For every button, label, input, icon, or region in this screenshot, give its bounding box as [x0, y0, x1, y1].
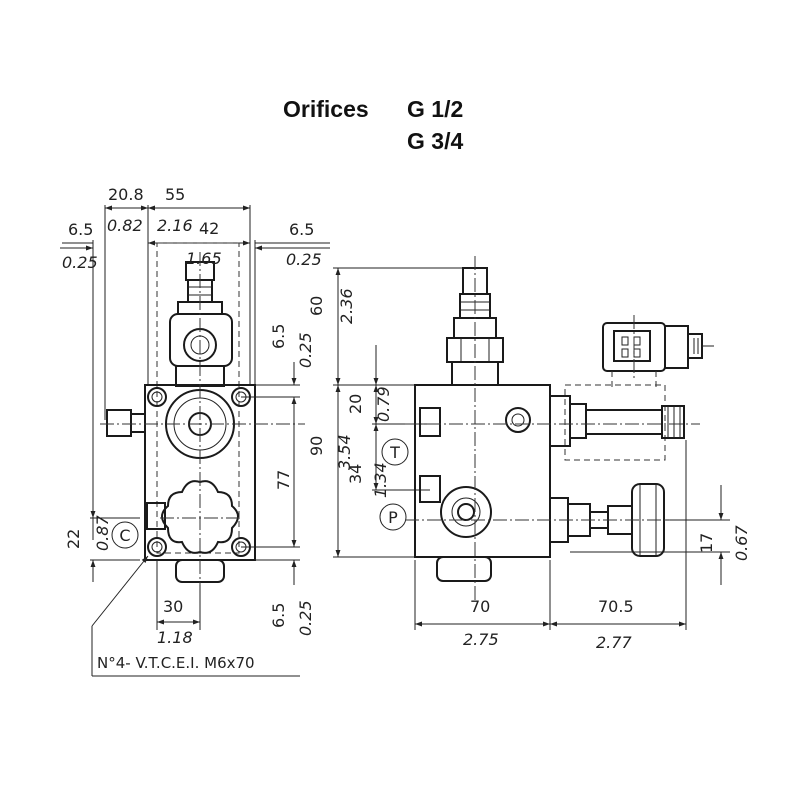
dim-in-0-25-right: 0.25 [286, 250, 322, 269]
dim-70: 70 [470, 597, 490, 616]
front-view [60, 205, 330, 677]
dim-20: 20 [346, 394, 365, 414]
dim-22: 22 [64, 529, 83, 549]
dim-6-5-right: 6.5 [289, 220, 314, 239]
dim-70-5: 70.5 [598, 597, 634, 616]
dim-in-0-25-bottom: 0.25 [296, 600, 315, 636]
orifice-size-three-quarter-inch: G 3/4 [407, 128, 464, 154]
side-view [333, 256, 730, 630]
dim-42: 42 [199, 219, 219, 238]
orifice-size-half-inch: G 1/2 [407, 96, 464, 122]
dim-in-3-54: 3.54 [335, 434, 354, 470]
dim-in-0-79: 0.79 [374, 386, 393, 422]
dim-in-2-75: 2.75 [463, 630, 499, 649]
dim-in-1-18: 1.18 [157, 628, 193, 647]
dim-30: 30 [163, 597, 183, 616]
dim-60: 60 [307, 296, 326, 316]
dim-77: 77 [274, 470, 293, 490]
dim-in-0-25-left: 0.25 [62, 253, 98, 272]
dim-in-0-87: 0.87 [93, 515, 112, 551]
dim-6-5-top: 6.5 [269, 324, 288, 349]
screw-note: N°4- V.T.C.E.I. M6x70 [97, 654, 255, 672]
dim-17: 17 [697, 533, 716, 553]
port-c-label: C [119, 526, 130, 545]
dim-55: 55 [165, 185, 185, 204]
orifices-label: Orifices [283, 96, 369, 122]
dim-in-1-65: 1.65 [186, 249, 222, 268]
port-p-label: P [388, 508, 398, 527]
dim-in-2-77: 2.77 [596, 633, 632, 652]
dim-34: 34 [346, 464, 365, 484]
dim-in-0-25-top: 0.25 [296, 332, 315, 368]
dim-6-5-bottom: 6.5 [269, 603, 288, 628]
dim-in-1-34: 1.34 [371, 462, 390, 498]
port-t-label: T [389, 443, 400, 462]
dim-6-5-left: 6.5 [68, 220, 93, 239]
dim-in-0-67: 0.67 [732, 525, 751, 561]
dim-90: 90 [307, 436, 326, 456]
dim-20-8: 20.8 [108, 185, 144, 204]
dim-in-0-82: 0.82 [107, 216, 143, 235]
dim-in-2-16: 2.16 [157, 216, 193, 235]
dim-in-2-36: 2.36 [337, 288, 356, 324]
